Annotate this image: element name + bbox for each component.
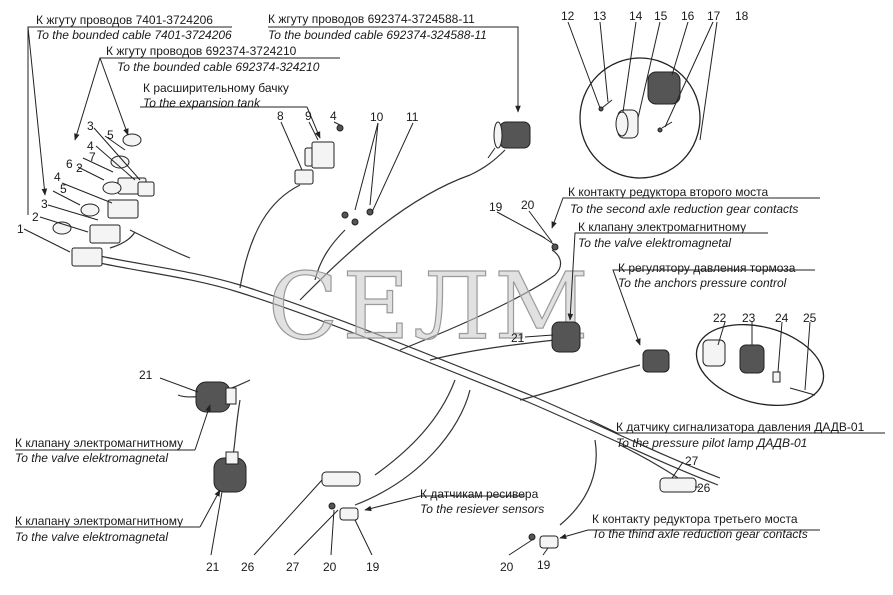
label-en-valve-left-1: To the valve elektromagnetal: [15, 451, 168, 465]
label-ru-cable-3724588: К жгуту проводов 692374-3724588-11: [268, 12, 475, 26]
callout-5b: 5: [107, 128, 114, 142]
label-ru-cable-3724210: К жгуту проводов 692374-3724210: [106, 44, 297, 58]
callout-27-right: 27: [685, 454, 699, 468]
callout-23: 23: [742, 311, 756, 325]
connector-1: [71, 247, 103, 267]
callout-25: 25: [803, 311, 817, 325]
label-en-brake-regulator: To the anchors pressure control: [618, 276, 787, 290]
callout-20-right: 20: [500, 560, 514, 574]
label-en-expansion-tank: To the expansion tank: [143, 96, 261, 110]
callout-21-bottom: 21: [206, 560, 220, 574]
label-en-pressure-sensor: To the pressure pilot lamp ДАДВ-01: [616, 436, 807, 450]
connector-2: [89, 224, 121, 244]
label-ru-valve-right: К клапану электромагнитному: [578, 220, 746, 234]
callout-20-top: 20: [521, 198, 535, 212]
callout-4b: 4: [87, 139, 94, 153]
callout-numbers: 1 2 3 5 4 6 2 7 4 5 3 8 9 4 10 11 12 13 …: [17, 9, 817, 574]
callout-19-top: 19: [489, 200, 503, 214]
callout-7: 7: [89, 150, 96, 164]
callout-20-bottom: 20: [323, 560, 337, 574]
callout-19-right: 19: [537, 558, 551, 572]
label-ru-second-axle: К контакту редуктора второго моста: [568, 185, 768, 199]
label-ru-receiver: К датчикам ресивера: [420, 487, 539, 501]
label-en-receiver: To the resiever sensors: [420, 502, 544, 516]
label-ru-brake-regulator: К регулятору давления тормоза: [618, 261, 796, 275]
label-ru-valve-left-2: К клапану электромагнитному: [15, 514, 183, 528]
label-ru-pressure-sensor: К датчику сигнализатора давления ДАДВ-01: [616, 420, 865, 434]
callout-24: 24: [775, 311, 789, 325]
callout-9: 9: [305, 109, 312, 123]
callout-14: 14: [629, 9, 643, 23]
component-drawings: [52, 57, 825, 549]
callout-6: 6: [66, 157, 73, 171]
label-en-cable-324588: To the bounded cable 692374-324588-11: [268, 28, 487, 42]
callout-2b: 2: [76, 161, 83, 175]
callout-4a: 4: [54, 170, 61, 184]
callout-22: 22: [713, 311, 727, 325]
callout-15: 15: [654, 9, 668, 23]
callout-1: 1: [17, 222, 24, 236]
callout-4c: 4: [330, 109, 337, 123]
callout-12: 12: [561, 9, 575, 23]
callout-10: 10: [370, 110, 384, 124]
labels: К жгуту проводов 7401-3724206 To the bou…: [15, 12, 865, 544]
callout-21-right: 21: [511, 331, 525, 345]
watermark: СЕЛМ: [268, 253, 593, 360]
callout-3b: 3: [87, 119, 94, 133]
callout-8: 8: [277, 109, 284, 123]
callout-21-left: 21: [139, 368, 153, 382]
label-ru-valve-left-1: К клапану электромагнитному: [15, 436, 183, 450]
leader-arrows: [15, 21, 885, 556]
connector-7: [137, 181, 155, 197]
label-ru-expansion-tank: К расширительному бачку: [143, 81, 289, 95]
label-en-cable-324210: To the bounded cable 692374-324210: [117, 60, 320, 74]
label-en-cable-7401: To the bounded cable 7401-3724206: [36, 28, 232, 42]
callout-3a: 3: [41, 197, 48, 211]
callout-11: 11: [406, 110, 419, 124]
callout-26-bottom: 26: [241, 560, 255, 574]
callout-2a: 2: [32, 210, 39, 224]
callout-27-bottom: 27: [286, 560, 300, 574]
callout-5a: 5: [60, 182, 67, 196]
callout-19-bottom: 19: [366, 560, 380, 574]
callout-26-right: 26: [697, 481, 711, 495]
label-en-valve-right: To the valve elektromagnetal: [578, 236, 731, 250]
label-en-third-axle: To the thind axle reduction gear contact…: [592, 527, 808, 541]
connector-3: [107, 199, 139, 219]
callout-17: 17: [707, 9, 721, 23]
callout-18: 18: [735, 9, 749, 23]
label-ru-cable-7401: К жгуту проводов 7401-3724206: [36, 13, 213, 27]
label-ru-third-axle: К контакту редуктора третьего моста: [592, 512, 798, 526]
callout-13: 13: [593, 9, 607, 23]
label-en-valve-left-2: To the valve elektromagnetal: [15, 530, 168, 544]
label-en-second-axle: To the second axle reduction gear contac…: [570, 202, 798, 216]
callout-16: 16: [681, 9, 695, 23]
